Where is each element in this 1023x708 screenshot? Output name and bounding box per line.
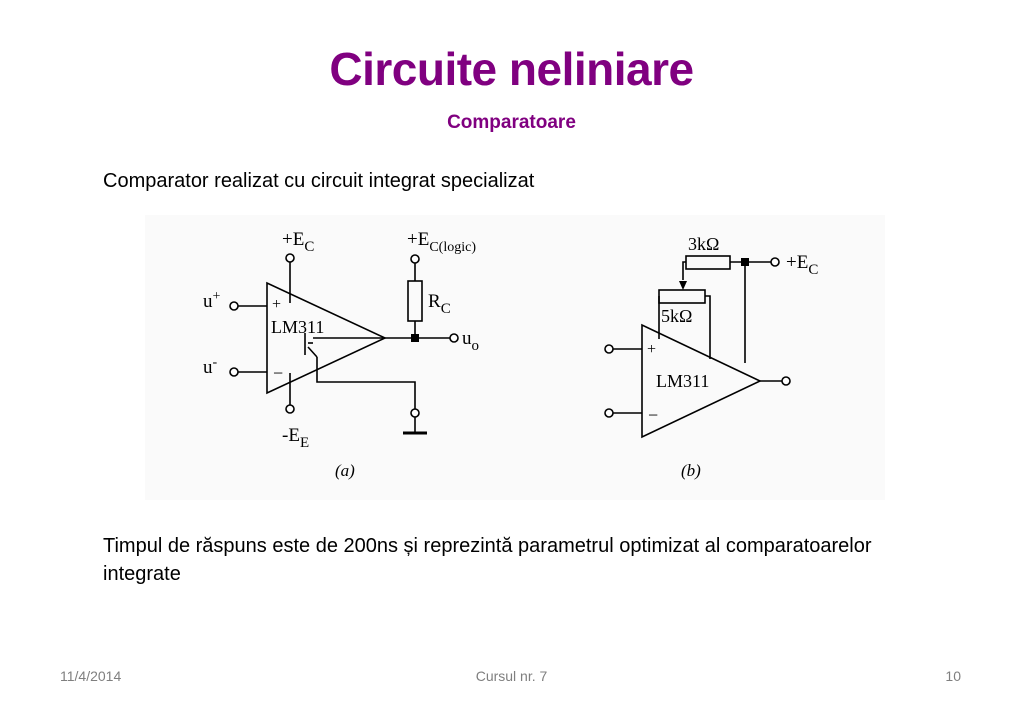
r3k-label: 3kΩ — [688, 234, 719, 254]
rc-sub: C — [441, 301, 451, 317]
svg-text:RC: RC — [428, 291, 451, 317]
svg-text:+EC: +EC — [282, 229, 314, 255]
opamp-a-plus: + — [272, 296, 281, 313]
caption-b: (b) — [681, 461, 701, 480]
opamp-b-triangle — [641, 323, 762, 439]
ee-sub: E — [300, 435, 309, 451]
ee-label: -E — [282, 425, 300, 446]
eclogic-sub: C(logic) — [429, 240, 476, 255]
svg-text:+EC(logic): +EC(logic) — [407, 229, 476, 255]
svg-text:u+: u+ — [203, 289, 221, 312]
footer-course: Cursul nr. 7 — [475, 668, 548, 684]
ec-a-sub: C — [304, 239, 314, 255]
opamp-b-minus: − — [648, 405, 658, 425]
opamp-b-plus: + — [647, 341, 656, 358]
uplus-label: u — [203, 291, 213, 312]
slide-subtitle: Comparatoare — [447, 112, 576, 133]
ec-b-sub: C — [808, 262, 818, 278]
svg-text:uo: uo — [462, 328, 479, 354]
svg-text:u-: u- — [203, 355, 218, 378]
chip-b-label: LM311 — [656, 371, 709, 391]
rc-label: R — [428, 291, 441, 312]
intro-text: Comparator realizat cu circuit integrat … — [103, 170, 535, 192]
caption-a: (a) — [335, 461, 355, 480]
body-text: Timpul de răspuns este de 200ns și repre… — [103, 535, 872, 585]
uplus-sup: + — [213, 289, 221, 304]
footer-date: 11/4/2014 — [60, 668, 122, 684]
ec-a-label: +E — [282, 229, 304, 250]
opamp-a-triangle — [266, 281, 387, 395]
chip-a-label: LM311 — [271, 317, 324, 337]
slide-title: Circuite neliniare — [329, 43, 694, 95]
circuit-diagram: +EC +EC(logic) RC u+ u- + − LM311 uo -EE… — [145, 215, 885, 500]
eclogic-label: +E — [407, 229, 429, 250]
r5k-label: 5kΩ — [661, 306, 692, 326]
uo-label: u — [462, 328, 472, 349]
svg-text:-EE: -EE — [282, 425, 309, 451]
uo-sub: o — [472, 338, 480, 354]
ec-b-label: +E — [786, 252, 808, 273]
uminus-sup: - — [213, 355, 218, 370]
uminus-label: u — [203, 357, 213, 378]
opamp-a-minus: − — [273, 363, 283, 383]
svg-text:+EC: +EC — [786, 252, 818, 278]
footer-page-number: 10 — [945, 668, 961, 684]
